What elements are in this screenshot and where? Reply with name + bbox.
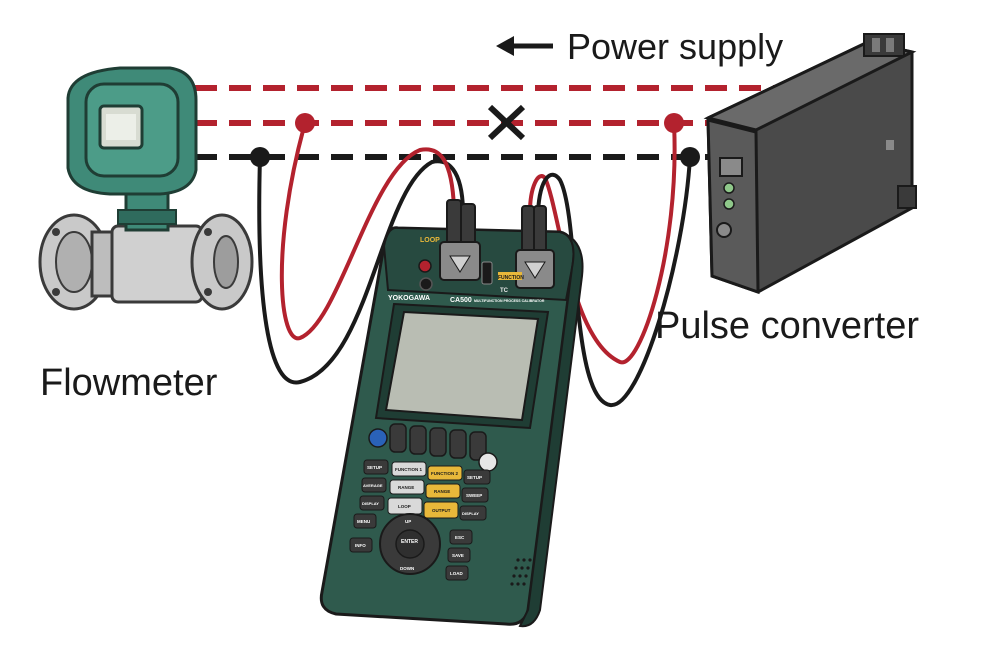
key-save: SAVE — [452, 553, 464, 558]
terminal-black — [419, 277, 433, 291]
network-port — [719, 157, 743, 177]
speaker-grille — [510, 558, 532, 586]
status-led-1 — [723, 182, 735, 194]
power-icon — [368, 428, 388, 448]
key-output: OUTPUT — [432, 508, 451, 513]
key-down: DOWN — [400, 566, 414, 571]
model-label: CA500 — [450, 297, 472, 304]
key-menu: MENU — [357, 519, 370, 524]
key-load: LOAD — [450, 571, 463, 576]
key-esc: ESC — [455, 535, 465, 540]
terminal-red — [418, 259, 432, 273]
key-up: UP — [405, 519, 411, 524]
key-average: AVERAGE — [363, 483, 383, 488]
key-enter: ENTER — [401, 539, 418, 545]
key-range-right: RANGE — [434, 489, 450, 494]
soft-keys — [389, 423, 487, 461]
power-supply-label: Power supply — [567, 26, 784, 67]
keypad — [349, 459, 491, 581]
test-leads — [257, 121, 692, 408]
terminal-tc-label: TC — [500, 288, 509, 294]
adjust-knob — [716, 222, 732, 238]
model-subtitle: MULTIFUNCTION PROCESS CALIBRATOR — [474, 299, 545, 303]
cross-icon — [487, 104, 526, 141]
key-function2: FUNCTION 2 — [431, 471, 458, 476]
power-supply-wires — [195, 85, 825, 160]
flowmeter-label: Flowmeter — [40, 362, 218, 404]
backlight-icon — [478, 452, 498, 472]
lead-black-right — [536, 155, 692, 408]
lead-black-left — [257, 155, 465, 385]
lead-plug-right-black — [533, 205, 547, 253]
brand-logo: YOKOGAWA — [388, 295, 430, 302]
keypad-labels: SETUP AVERAGE DISPLAY FUNCTION 1 RANGE L… — [355, 465, 482, 576]
lead-plug-left-red — [446, 199, 462, 249]
key-function1: FUNCTION 1 — [395, 467, 422, 472]
key-range-left: RANGE — [398, 485, 414, 490]
arrow-left-icon — [496, 36, 553, 56]
status-led-2 — [723, 198, 735, 210]
key-info: INFO — [355, 543, 366, 548]
terminal-function-label: FUNCTION — [498, 275, 524, 281]
pulse-converter-top — [703, 40, 917, 132]
lead-red-right — [528, 121, 677, 365]
calibrator-screen — [384, 310, 540, 422]
lead-red-left — [279, 121, 456, 341]
key-sweep: SWEEP — [466, 493, 482, 498]
terminal-loop-label: LOOP — [420, 237, 440, 244]
key-loop: LOOP — [398, 504, 411, 509]
calibrator: LOOP FUNCTION TC YOKOGAWA CA500 MULTIFUN… — [319, 199, 584, 628]
lead-plug-right-red — [521, 205, 535, 253]
flowmeter — [38, 66, 254, 311]
key-setup-left: SETUP — [367, 465, 382, 470]
key-setup-right: SETUP — [467, 475, 482, 480]
key-display-left: DISPLAY — [362, 501, 379, 506]
pulse-converter — [703, 33, 917, 295]
calibrator-side-grip — [518, 231, 584, 628]
key-display-right: DISPLAY — [462, 511, 479, 516]
pulse-converter-label: Pulse converter — [655, 305, 920, 347]
